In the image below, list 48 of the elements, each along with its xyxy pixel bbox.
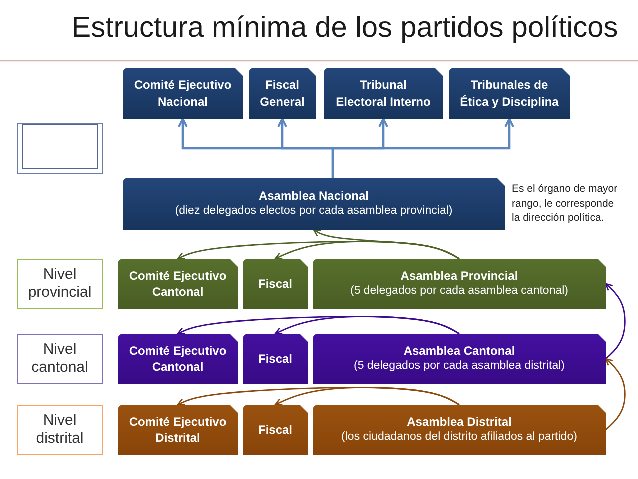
curved-arrow <box>605 283 626 360</box>
level-text: Nivel cantonal <box>30 340 90 378</box>
heading-text: Fiscal <box>258 350 293 368</box>
heading-text: Comité Ejecutivo Cantonal <box>128 342 228 376</box>
heading-text: Asamblea Distrital <box>407 414 512 430</box>
curved-arrow <box>274 241 460 260</box>
curved-arrow <box>274 387 460 406</box>
process-box <box>313 259 606 309</box>
title: Estructura mínima de los partidos políticos <box>70 12 620 45</box>
process-box <box>324 68 443 119</box>
heading-text: Fiscal <box>258 422 293 438</box>
heading-text: Comité Ejecutivo Distrital <box>128 414 228 446</box>
level-label-box <box>17 334 103 384</box>
heading-text: Asamblea Provincial <box>400 268 518 284</box>
body-text: (los ciudadanos del distrito afiliados al partido) <box>342 430 578 446</box>
heading-text: Comité Ejecutivo Nacional <box>133 77 233 110</box>
curved-arrow <box>313 229 460 260</box>
empty-box <box>17 123 103 174</box>
curved-arrow <box>605 358 626 431</box>
heading-text: Tribunal Electoral Interno <box>335 77 432 110</box>
note-text: Es el órgano de mayor rango, le corresponde la dirección política. <box>512 182 619 226</box>
process-box <box>249 68 316 119</box>
process-box <box>243 259 308 309</box>
heading-text: Asamblea Cantonal <box>404 343 516 360</box>
level-text: Nivel distrital <box>35 412 85 448</box>
process-box <box>449 68 570 119</box>
heading-text: Asamblea Nacional <box>258 188 370 204</box>
connector-arrow <box>332 118 514 178</box>
curved-arrow <box>274 316 460 335</box>
body-text: (5 delegados por cada asamblea distrital) <box>354 359 565 374</box>
level-label-box <box>17 405 103 455</box>
heading-text: Fiscal General <box>259 77 306 110</box>
process-box <box>118 259 238 309</box>
body-text: (diez delegados electos por cada asamblea provincial) <box>175 204 453 220</box>
process-box <box>123 178 505 230</box>
heading-text: Fiscal <box>258 276 293 292</box>
process-box <box>118 405 238 455</box>
process-box <box>243 334 308 384</box>
process-box <box>313 405 606 455</box>
heading-text: Tribunales de Ética y Disciplina <box>459 77 560 110</box>
body-text: (5 delegados por cada asamblea cantonal) <box>350 284 568 300</box>
process-box <box>118 334 238 384</box>
process-box <box>313 334 606 384</box>
process-box <box>243 405 308 455</box>
level-text: Nivel provincial <box>27 266 93 302</box>
process-box <box>123 68 243 119</box>
heading-text: Comité Ejecutivo Cantonal <box>128 268 228 300</box>
level-label-box <box>17 259 103 309</box>
